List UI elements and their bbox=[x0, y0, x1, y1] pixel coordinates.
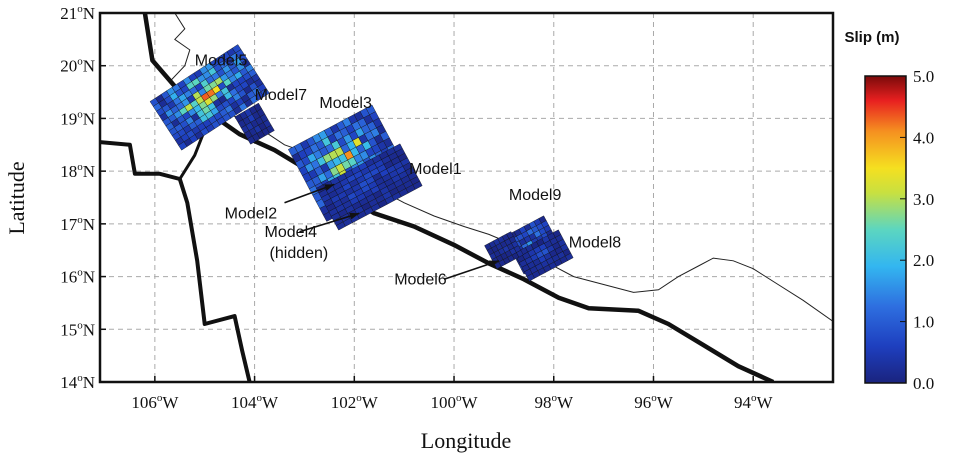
subfault-cell bbox=[392, 143, 403, 153]
subfault-cell bbox=[232, 44, 242, 54]
plot-frame bbox=[98, 11, 835, 384]
axis-ticks: 106oW 104oW 102oW 100oW 98oW 96oW 94oW 14oN 15oN… bbox=[60, 3, 773, 412]
arrowhead-model2 bbox=[324, 184, 335, 191]
x-tick-label: 106oW bbox=[131, 392, 179, 412]
arrow-model4 bbox=[299, 212, 360, 233]
annotation-model5: Model5 bbox=[195, 53, 248, 70]
x-tick-label: 100oW bbox=[431, 392, 479, 412]
annotation-model4: Model4 bbox=[265, 224, 318, 241]
annotation-model3: Model3 bbox=[319, 95, 372, 112]
annotation-model7: Model7 bbox=[255, 87, 308, 104]
y-tick-label: 19oN bbox=[60, 108, 95, 128]
y-tick-label: 20oN bbox=[60, 56, 95, 76]
y-tick-label: 17oN bbox=[60, 214, 95, 234]
plate-boundary bbox=[100, 140, 252, 382]
annotation-model2: Model2 bbox=[225, 206, 278, 223]
x-tick-label: 94oW bbox=[734, 392, 774, 412]
y-axis-title: Latitude bbox=[4, 161, 29, 234]
x-tick-label: 98oW bbox=[534, 392, 574, 412]
colorbar-tick-label: 1.0 bbox=[913, 313, 934, 332]
colorbar-tick-label: 5.0 bbox=[913, 67, 934, 86]
annotation-model4-sub: (hidden) bbox=[270, 245, 329, 262]
arrowhead-model4 bbox=[349, 212, 360, 220]
annotation-model1: Model1 bbox=[409, 161, 462, 178]
fault-model-model8 bbox=[514, 229, 574, 282]
subfault-cell bbox=[538, 215, 547, 224]
annotation-model9: Model9 bbox=[509, 187, 562, 204]
fault-model-model5 bbox=[149, 44, 270, 151]
y-tick-label: 15oN bbox=[60, 319, 95, 339]
annotation-model6: Model6 bbox=[394, 271, 447, 288]
fault-model-model1 bbox=[316, 143, 423, 231]
arrow-model6 bbox=[443, 259, 500, 280]
colorbar-ticks: 0.0 1.0 2.0 3.0 4.0 5.0 bbox=[900, 67, 934, 393]
colorbar-tick-label: 0.0 bbox=[913, 374, 934, 393]
y-tick-label: 21oN bbox=[60, 3, 95, 23]
fault-model-model7 bbox=[234, 102, 275, 145]
subfault-cell bbox=[552, 229, 562, 238]
colorbar-tick-label: 2.0 bbox=[913, 251, 934, 270]
colorbar: Slip (m) 0.0 1.0 2.0 3.0 4.0 5.0 bbox=[845, 29, 935, 393]
x-tick-label: 104oW bbox=[231, 392, 279, 412]
colorbar-ramp bbox=[864, 75, 907, 384]
subfault-cell bbox=[506, 231, 514, 239]
colorbar-tick-label: 4.0 bbox=[913, 128, 934, 147]
y-tick-label: 14oN bbox=[60, 372, 95, 392]
coastline bbox=[169, 13, 833, 322]
y-tick-label: 18oN bbox=[60, 161, 95, 181]
annotation-model8: Model8 bbox=[569, 235, 622, 252]
x-axis-title: Longitude bbox=[421, 428, 511, 453]
subfault-cell bbox=[253, 102, 262, 112]
x-tick-label: 96oW bbox=[634, 392, 674, 412]
y-tick-label: 16oN bbox=[60, 267, 95, 287]
fault-model-model6 bbox=[484, 231, 524, 270]
subfault-cell bbox=[365, 104, 376, 115]
graticule bbox=[100, 13, 833, 382]
arrowhead-model6 bbox=[488, 260, 499, 268]
colorbar-tick-label: 3.0 bbox=[913, 190, 934, 209]
x-tick-label: 102oW bbox=[331, 392, 379, 412]
fault-models bbox=[149, 44, 574, 282]
colorbar-title: Slip (m) bbox=[845, 29, 900, 46]
